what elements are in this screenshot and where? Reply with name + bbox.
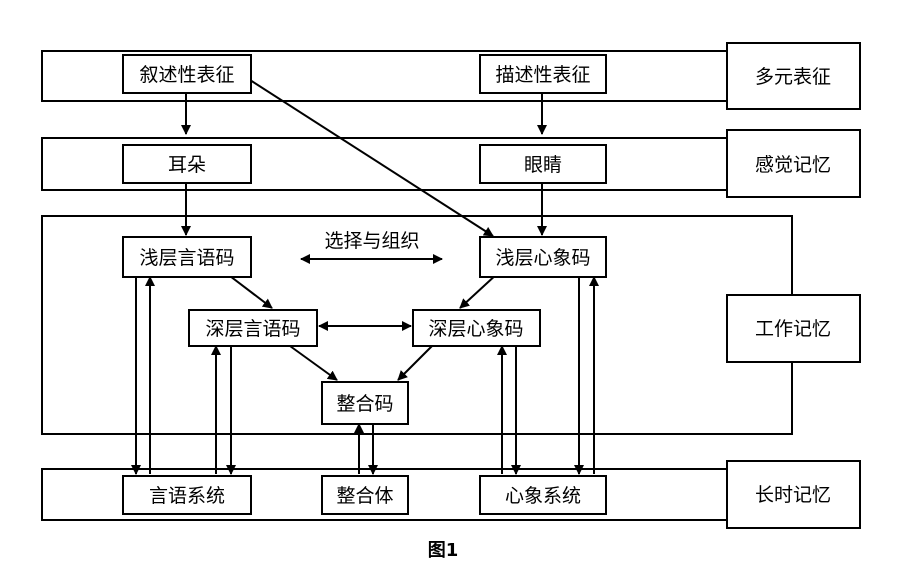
node-verbal-system: 言语系统 (149, 485, 225, 507)
layer-box-multi-representation (726, 42, 861, 110)
arrow-shallow-image-to-deep-image (459, 272, 499, 309)
node-narrative-representation: 叙述性表征 (139, 64, 234, 86)
node-box-eye (479, 144, 607, 184)
node-box-ear (122, 144, 252, 184)
layer-label-multi-representation: 多元表征 (755, 66, 831, 88)
arrow-narrative-to-shallow-image (249, 79, 494, 237)
node-box-integration-code (321, 381, 409, 425)
node-box-shallow-verbal-code (122, 236, 252, 278)
layer-box-working-memory (726, 294, 861, 363)
layer-label-long-term-memory: 长时记忆 (755, 484, 831, 506)
arrow-deep-image-to-integration (397, 345, 433, 381)
node-ear: 耳朵 (168, 154, 206, 176)
node-box-integration-body (321, 475, 409, 515)
layer-box-long-term-memory (726, 460, 861, 529)
node-descriptive-representation: 描述性表征 (495, 64, 590, 86)
node-deep-image-code: 深层心象码 (428, 318, 523, 340)
node-box-descriptive-representation (479, 54, 607, 94)
label-select-and-organize: 选择与组织 (324, 230, 419, 252)
node-deep-verbal-code: 深层言语码 (205, 318, 300, 340)
node-shallow-verbal-code: 浅层言语码 (139, 247, 234, 269)
arrow-shallow-verbal-to-deep-verbal (225, 272, 273, 309)
node-integration-body: 整合体 (336, 485, 393, 507)
node-image-system: 心象系统 (505, 485, 581, 507)
figure-caption: 图1 (428, 540, 459, 561)
node-box-deep-verbal-code (188, 309, 318, 347)
layer-label-working-memory: 工作记忆 (755, 318, 831, 340)
node-box-deep-image-code (412, 309, 541, 347)
node-box-image-system (479, 475, 607, 515)
node-box-verbal-system (122, 475, 252, 515)
node-shallow-image-code: 浅层心象码 (495, 247, 590, 269)
layer-label-sensory-memory: 感觉记忆 (755, 154, 831, 176)
layer-box-sensory-memory (726, 129, 861, 198)
arrow-deep-verbal-to-integration (289, 345, 338, 381)
node-box-shallow-image-code (479, 236, 607, 278)
node-integration-code: 整合码 (336, 393, 393, 415)
node-eye: 眼睛 (524, 154, 562, 176)
node-box-narrative-representation (122, 54, 252, 94)
